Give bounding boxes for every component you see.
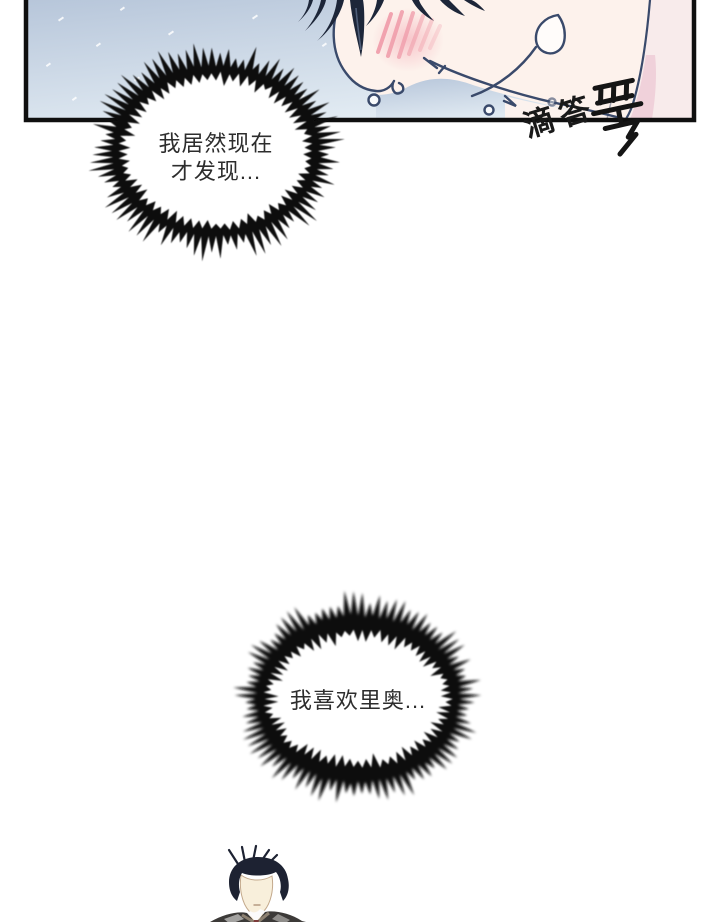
figure-lapel-left bbox=[224, 914, 244, 922]
speech-burst-1-text: 我居然现在 才发现... bbox=[158, 130, 273, 186]
jaw-notch bbox=[422, 56, 439, 70]
burst-inner-white bbox=[118, 71, 313, 230]
speech-burst-2-shape bbox=[233, 590, 482, 803]
speech-burst-2-text: 我喜欢里奥... bbox=[290, 687, 426, 715]
chin-drip bbox=[391, 81, 405, 95]
speech-burst-1: 我居然现在 才发现... bbox=[60, 25, 380, 280]
face-linework bbox=[332, 0, 630, 119]
speech-line: 我居然现在 bbox=[158, 131, 274, 156]
jaw-notch-2 bbox=[437, 64, 447, 75]
cheek-blush-strokes bbox=[376, 10, 442, 59]
sfx-ttuk-glyph bbox=[591, 77, 644, 157]
speech-burst-2: 我喜欢里奥... bbox=[215, 570, 515, 830]
burst-inner-white bbox=[263, 629, 453, 768]
figure-collar-band bbox=[241, 911, 270, 922]
cheek-outline bbox=[332, 0, 396, 93]
droplet-bubble bbox=[483, 104, 495, 116]
lower-cheek-area bbox=[505, 96, 616, 119]
speech-line: 我喜欢里奥... bbox=[289, 688, 427, 713]
drip-trail bbox=[470, 45, 538, 98]
speech-line: 才发现... bbox=[170, 159, 262, 184]
character-figure bbox=[210, 844, 306, 922]
figure-hair bbox=[229, 857, 289, 901]
figure-lapel-right bbox=[272, 914, 290, 922]
droplet-bubble bbox=[367, 93, 381, 107]
figure-shirt-collar bbox=[248, 909, 265, 922]
speech-burst-1-shape bbox=[88, 43, 345, 262]
jaw-droplet-point bbox=[502, 94, 517, 108]
water-drop bbox=[534, 13, 566, 55]
panel-border bbox=[23, 0, 697, 123]
hair-strands bbox=[298, 0, 485, 57]
figure-face bbox=[239, 874, 274, 916]
droplet-bubble bbox=[547, 97, 557, 107]
